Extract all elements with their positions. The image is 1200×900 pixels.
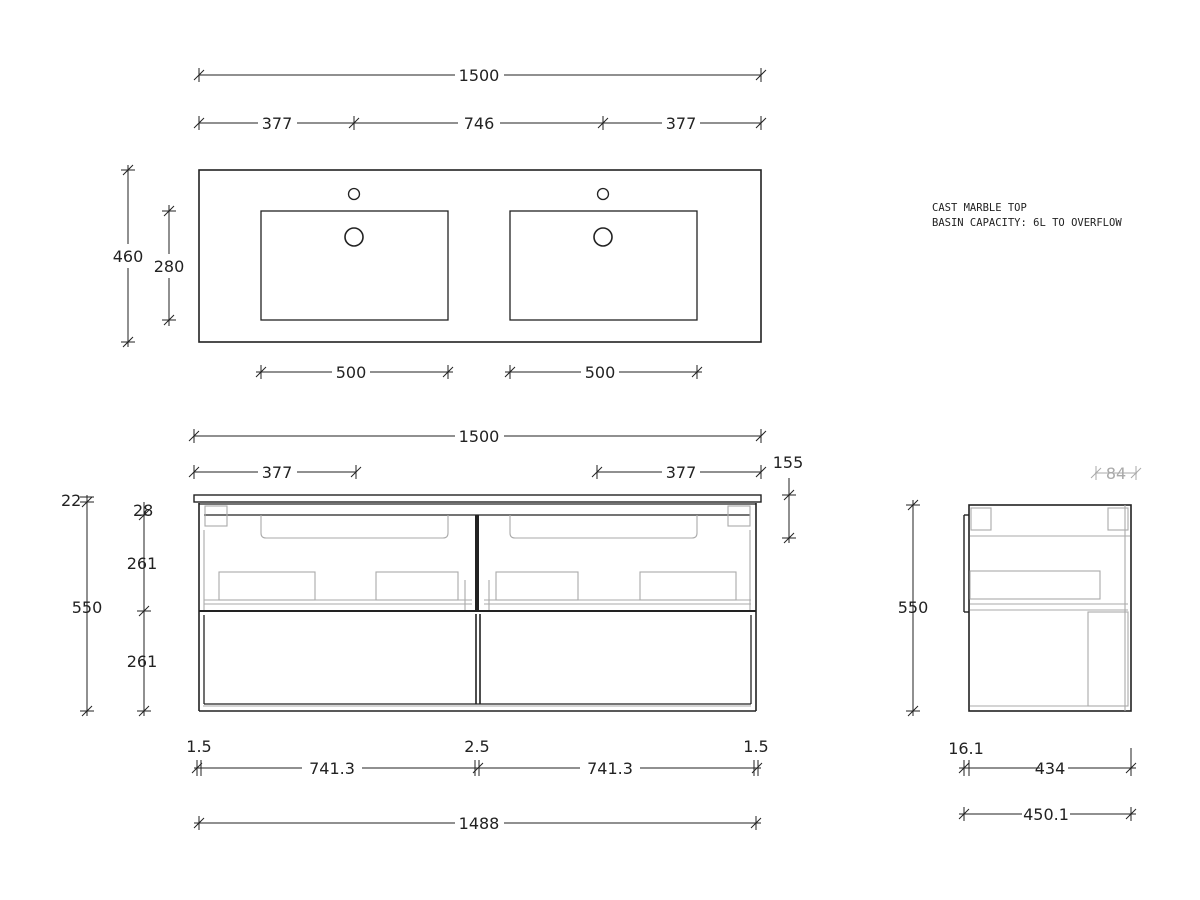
dim-basin-left-width: 500 bbox=[336, 363, 367, 382]
dim-right-drawer-width: 741.3 bbox=[587, 759, 633, 778]
dim-top-centre-spacing: 746 bbox=[464, 114, 495, 133]
side-view-outline bbox=[968, 504, 1132, 712]
dim-centre-panel: 2.5 bbox=[464, 737, 489, 756]
front-top-slab bbox=[193, 494, 762, 503]
note-capacity: BASIN CAPACITY: 6L TO OVERFLOW bbox=[932, 217, 1122, 229]
front-view-hidden-lines bbox=[203, 505, 751, 707]
dim-front-overall: 1500 bbox=[459, 427, 500, 446]
dim-top-overall: 1500 bbox=[459, 66, 500, 85]
dim-lower-drawer: 261 bbox=[127, 652, 158, 671]
front-view-dimensions bbox=[80, 429, 796, 830]
basin-right bbox=[509, 210, 698, 321]
notes: CAST MARBLE TOP BASIN CAPACITY: 6L TO OV… bbox=[932, 202, 1122, 229]
top-view-outline bbox=[198, 169, 762, 343]
dim-top-right-offset: 377 bbox=[666, 114, 697, 133]
dim-carcass-depth: 434 bbox=[1035, 759, 1066, 778]
side-view bbox=[963, 504, 1132, 712]
dim-front-thickness: 16.1 bbox=[948, 739, 984, 758]
dim-top-overhang: 84 bbox=[1106, 464, 1126, 483]
dim-cabinet-width: 1488 bbox=[459, 814, 500, 833]
dim-top-gap: 22 bbox=[61, 491, 81, 510]
top-view-dimensions bbox=[121, 68, 767, 379]
front-view-labels: 1500 377 377 155 22 28 261 261 550 1.5 2… bbox=[61, 427, 803, 833]
dim-drawer-gap: 28 bbox=[133, 501, 153, 520]
dim-total-depth: 450.1 bbox=[1023, 805, 1069, 824]
dim-front-right-offset: 377 bbox=[666, 463, 697, 482]
dim-left-panel: 1.5 bbox=[186, 737, 211, 756]
top-view bbox=[198, 169, 762, 343]
dim-front-left-offset: 377 bbox=[262, 463, 293, 482]
dim-side-height: 550 bbox=[898, 598, 929, 617]
dim-basin-depth: 280 bbox=[154, 257, 185, 276]
tap-hole-left bbox=[347, 187, 361, 201]
dim-right-panel: 1.5 bbox=[743, 737, 768, 756]
note-material: CAST MARBLE TOP bbox=[932, 202, 1027, 214]
waste-hole-right bbox=[593, 227, 613, 247]
dim-top-depth: 460 bbox=[113, 247, 144, 266]
side-view-labels: 84 550 16.1 434 450.1 bbox=[898, 464, 1126, 824]
dim-top-left-offset: 377 bbox=[262, 114, 293, 133]
side-view-hidden-lines bbox=[969, 505, 1130, 711]
dim-basin-right-width: 500 bbox=[585, 363, 616, 382]
basin-left bbox=[260, 210, 449, 321]
side-view-dimensions bbox=[906, 466, 1142, 821]
dim-front-height: 550 bbox=[72, 598, 103, 617]
dim-top-thickness: 155 bbox=[773, 453, 804, 472]
waste-hole-left bbox=[344, 227, 364, 247]
top-view-labels: 1500 377 746 377 460 280 500 500 bbox=[113, 66, 697, 382]
dim-left-drawer-width: 741.3 bbox=[309, 759, 355, 778]
dim-upper-drawer: 261 bbox=[127, 554, 158, 573]
tap-hole-right bbox=[596, 187, 610, 201]
front-view bbox=[193, 494, 762, 712]
